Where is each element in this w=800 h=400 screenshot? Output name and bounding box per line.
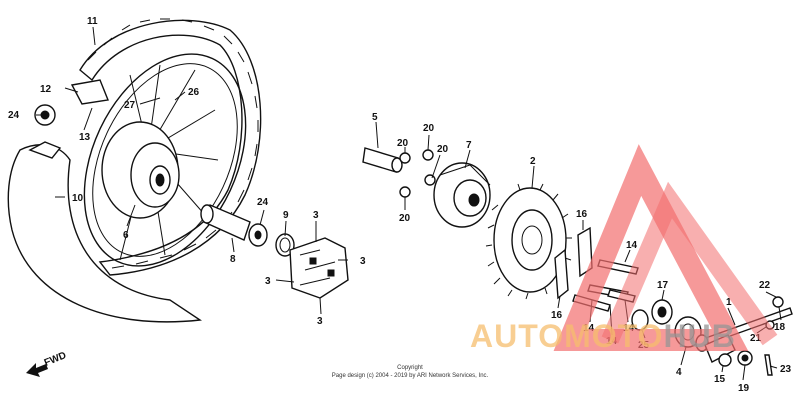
bearing-left xyxy=(34,104,56,126)
copyright-line-2: Page design (c) 2004 - 2019 by ARI Netwo… xyxy=(331,373,489,379)
callout-20-a: 20 xyxy=(397,138,409,149)
watermark-text-b: HUB xyxy=(663,318,736,354)
callout-13: 13 xyxy=(79,132,91,143)
callout-27: 27 xyxy=(124,100,136,111)
callout-23: 23 xyxy=(780,364,792,375)
lock-plates xyxy=(554,226,593,300)
inner-tube xyxy=(7,141,202,323)
forward-arrow-icon xyxy=(26,363,48,377)
rim-band xyxy=(70,79,109,105)
callout-18: 18 xyxy=(774,322,786,333)
bearing-mid xyxy=(248,223,268,247)
callout-7: 7 xyxy=(466,140,472,151)
callout-24-mid: 24 xyxy=(257,197,269,208)
callout-19: 19 xyxy=(738,383,750,394)
callout-14-c: 14 xyxy=(623,323,635,334)
callout-24-left: 24 xyxy=(8,110,20,121)
callout-16-top: 16 xyxy=(576,209,588,220)
copyright-line-1: Copyright xyxy=(397,365,423,371)
watermark-logo-icon xyxy=(553,144,778,351)
spacer xyxy=(362,147,403,173)
callout-3-top: 3 xyxy=(313,210,319,221)
callout-21: 21 xyxy=(750,333,762,344)
callout-20-b: 20 xyxy=(423,123,435,134)
callout-16-bottom: 16 xyxy=(551,310,563,321)
sprocket xyxy=(485,183,572,300)
callout-20-d: 20 xyxy=(399,213,411,224)
callout-15: 15 xyxy=(714,374,726,385)
callout-11: 11 xyxy=(87,16,98,27)
callout-3-left: 3 xyxy=(265,276,271,287)
callout-3-right: 3 xyxy=(360,256,366,267)
callout-9: 9 xyxy=(283,210,289,221)
callout-22: 22 xyxy=(759,280,771,291)
callout-8: 8 xyxy=(230,254,236,265)
watermark-text-a: AUTOMOTO xyxy=(470,318,664,354)
callout-5: 5 xyxy=(372,112,378,123)
callout-20-c: 20 xyxy=(437,144,449,155)
callout-26: 26 xyxy=(188,87,200,98)
callout-3-bottom: 3 xyxy=(317,316,323,327)
collar xyxy=(200,204,251,241)
callout-12: 12 xyxy=(40,84,52,95)
callout-4: 4 xyxy=(676,367,682,378)
callout-14-top: 14 xyxy=(626,240,638,251)
damper-rubbers xyxy=(289,237,349,299)
hub xyxy=(101,121,180,219)
callout-labels: 11 12 24 13 27 26 10 6 8 24 9 3 3 3 3 5 … xyxy=(8,16,792,394)
callout-1: 1 xyxy=(726,297,732,308)
watermark-text: AUTOMOTOHUB xyxy=(470,318,736,355)
callout-2: 2 xyxy=(530,156,536,167)
copyright-notice: Copyright Page design (c) 2004 - 2019 by… xyxy=(310,364,510,380)
nuts-20 xyxy=(399,149,436,198)
callout-17: 17 xyxy=(657,280,669,291)
callout-10: 10 xyxy=(72,193,84,204)
callout-14-a: 14 xyxy=(583,323,595,334)
callout-6: 6 xyxy=(123,230,129,241)
driven-flange xyxy=(433,162,491,228)
